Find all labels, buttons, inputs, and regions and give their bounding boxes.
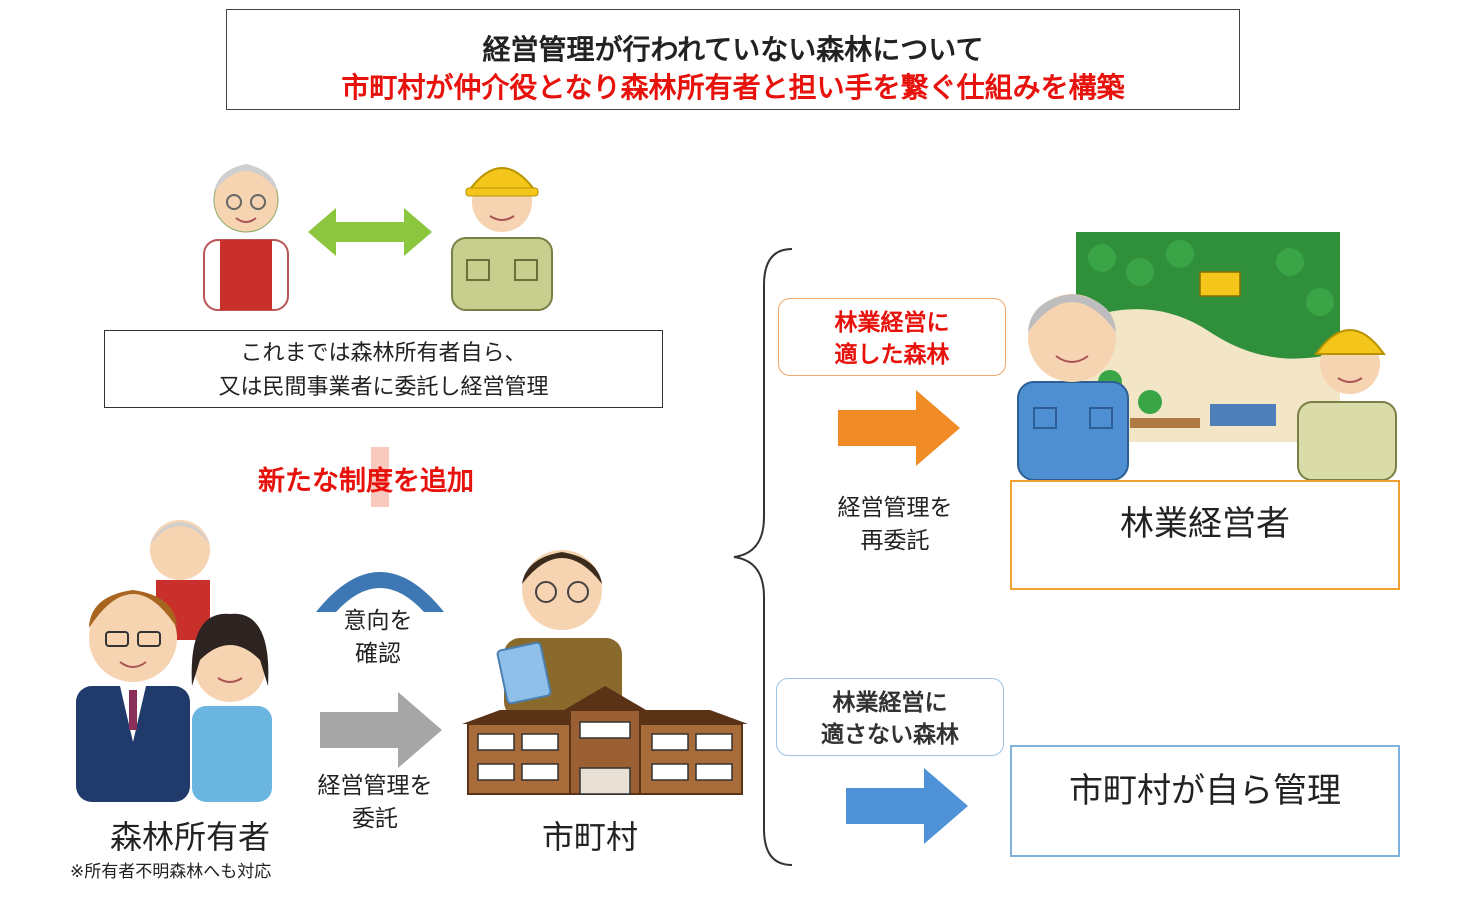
title-line-2: 市町村が仲介役となり森林所有者と担い手を繋ぐ仕組みを構築 [341, 71, 1125, 104]
intent-label: 意向を 確認 [318, 605, 438, 671]
elder-owner-figure [203, 164, 289, 311]
title-box: 経営管理が行われていない森林について 市町村が仲介役となり森林所有者と担い手を繋… [226, 9, 1240, 110]
owners-label: 森林所有者 [109, 818, 270, 856]
forestry-operator-illustration [1017, 232, 1397, 481]
delegate-label: 経営管理を 委託 [300, 770, 450, 836]
redelegate-label: 経営管理を 再委託 [820, 492, 970, 558]
past-management-box: これまでは森林所有者自ら、 又は民間事業者に委託し経営管理 [104, 330, 663, 408]
past-illustration [203, 164, 553, 311]
delegate-arrow [320, 692, 442, 768]
redelegate-line-1: 経営管理を [837, 495, 953, 521]
municipality-label: 市町村 [541, 818, 638, 856]
delegate-line-1: 経営管理を [317, 773, 433, 799]
municipality-self-manage-box: 市町村が自ら管理 [1010, 745, 1400, 857]
municipality-self-manage-label: 市町村が自ら管理 [1069, 771, 1341, 811]
brace-divider [733, 248, 793, 866]
operator-worker-figure [1297, 329, 1397, 481]
new-system-label: 新たな制度を追加 [258, 466, 474, 497]
owners-illustration [76, 520, 272, 802]
town-hall-building [462, 686, 748, 795]
title-line-1: 経営管理が行われていない森林について [482, 33, 984, 66]
unsuitable-arrow [846, 768, 968, 844]
operator-elder-figure [1017, 294, 1129, 481]
past-line-1: これまでは森林所有者自ら、 [240, 341, 527, 366]
owners-note: ※所有者不明森林へも対応 [70, 862, 272, 882]
intent-line-2: 確認 [355, 641, 401, 667]
forestry-operator-box: 林業経営者 [1010, 480, 1400, 590]
woman-figure [191, 613, 272, 802]
municipality-illustration [462, 550, 748, 795]
past-line-2: 又は民間事業者に委託し経営管理 [218, 375, 549, 400]
suitable-pill-line-2: 適した森林 [834, 342, 950, 368]
unsuitable-pill-line-1: 林業経営に [832, 690, 948, 716]
suitable-forest-pill: 林業経営に 適した森林 [778, 298, 1006, 376]
delegate-line-2: 委託 [352, 806, 398, 832]
forestry-operator-label: 林業経営者 [1120, 504, 1290, 544]
two-way-arrow [308, 208, 432, 256]
suitable-pill-line-1: 林業経営に [834, 310, 950, 336]
suitable-arrow [838, 390, 960, 466]
unsuitable-pill-line-2: 適さない森林 [821, 722, 959, 748]
forestry-worker-figure [451, 167, 553, 311]
redelegate-line-2: 再委託 [860, 528, 930, 554]
man-with-glasses [76, 590, 190, 802]
intent-line-1: 意向を [343, 608, 413, 634]
intent-arc-arrow [316, 572, 444, 612]
unsuitable-forest-pill: 林業経営に 適さない森林 [776, 678, 1004, 756]
vertical-connector-bar [371, 447, 389, 507]
